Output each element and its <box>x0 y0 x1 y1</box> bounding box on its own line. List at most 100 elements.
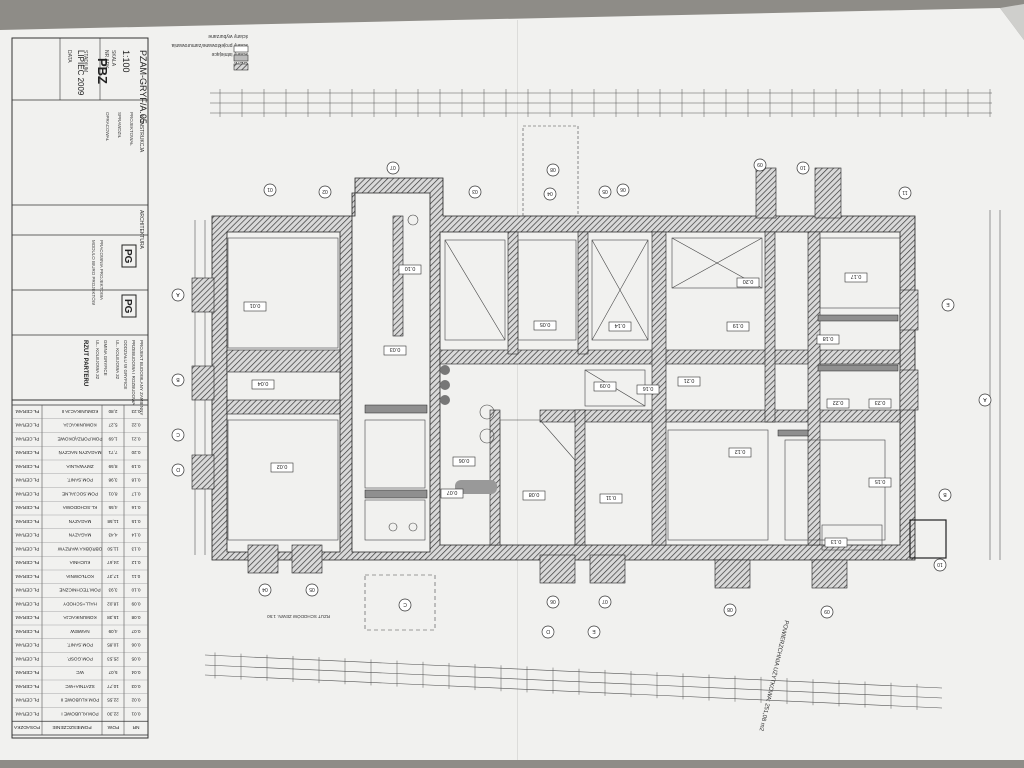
room-table-cell: PŁ.CERAM. <box>15 698 40 703</box>
outer-wall <box>211 177 916 561</box>
svg-text:D: D <box>176 466 180 472</box>
room-table-cell: POM.SANIT. <box>67 478 93 483</box>
legend-item-2: ściany projektowane/zamurowania <box>171 42 248 48</box>
svg-text:03: 03 <box>472 188 478 194</box>
room-table-cell: 0.13 <box>131 546 140 551</box>
legend-swatch-demolished <box>233 63 249 71</box>
room-label: 0.01 <box>243 301 267 312</box>
designer-line-2: SPRAWDZIŁ <box>117 112 122 139</box>
axis-marker-number: 03 <box>468 185 482 199</box>
room-table-cell: 15,38 <box>107 615 119 620</box>
svg-text:A: A <box>983 396 987 402</box>
room-table-cell: POM.SOCJALNE <box>62 491 98 496</box>
room-table-cell: KOTŁOWNIA <box>65 574 94 579</box>
svg-text:0.10: 0.10 <box>405 265 416 271</box>
room-label: 0.20 <box>736 277 760 288</box>
room-table-cell: 0.19 <box>131 464 140 469</box>
room-table-cell: NAWIEW <box>70 629 90 634</box>
room-table-cell: 0.23 <box>131 409 140 414</box>
svg-text:05: 05 <box>309 586 315 592</box>
project-line-4: UL. KOLEJOWA 32 <box>115 340 120 380</box>
room-label: 0.18 <box>816 334 840 345</box>
axis-marker-letter: D <box>171 463 185 477</box>
room-label: 0.10 <box>398 264 422 275</box>
firm-logo-1: PG <box>121 244 137 268</box>
axis-marker-letter: B <box>171 373 185 387</box>
svg-text:07: 07 <box>390 164 396 170</box>
column-marker-3 <box>440 395 450 405</box>
paper-sheet <box>0 8 1024 760</box>
room-label: 0.08 <box>522 490 546 501</box>
room-label: 0.11 <box>599 493 623 504</box>
room-table-cell: 10,85 <box>107 643 119 648</box>
room-table-cell: KOMUNIKACJA <box>62 615 96 620</box>
axis-marker-number: 04 <box>258 583 272 597</box>
new-wall-1 <box>364 404 428 414</box>
svg-text:07: 07 <box>602 598 608 604</box>
stage-value: PBZ <box>95 58 110 84</box>
room-table-cell: 18,02 <box>107 601 119 606</box>
axis-marker-number: 10 <box>933 558 947 572</box>
wall-center-low <box>539 409 901 423</box>
wall-v5 <box>807 231 821 546</box>
room-label: 0.22 <box>826 398 850 409</box>
svg-text:10: 10 <box>937 561 943 567</box>
new-wall-3 <box>817 314 899 322</box>
designer-line-1: PROJEKTOWAŁ <box>129 112 134 146</box>
room-label: 0.14 <box>608 321 632 332</box>
room-table-cell: 10,77 <box>107 684 119 689</box>
svg-text:0.15: 0.15 <box>875 478 886 484</box>
svg-text:0.12: 0.12 <box>735 448 746 454</box>
sheet-number-label: NR ARK. <box>103 50 109 70</box>
project-line-1: PROJEKT BUDOWLANY ZAMIENNY <box>139 340 144 415</box>
room-table-cell: 8,59 <box>108 464 117 469</box>
drawing-code: PZAM-GRYF/A.05 <box>138 50 148 124</box>
svg-text:0.04: 0.04 <box>258 380 269 386</box>
room-table-cell: HALL+SCHODY <box>63 601 97 606</box>
wall-center-mid <box>439 349 901 365</box>
room-table-cell: 22,30 <box>107 711 119 716</box>
svg-text:0.17: 0.17 <box>851 273 862 279</box>
svg-text:0.20: 0.20 <box>743 278 754 284</box>
room-table-cell: 0.17 <box>131 491 140 496</box>
new-wall-4 <box>817 364 899 372</box>
bay-right-2 <box>899 369 919 411</box>
room-table-cell: MAGAZYN <box>69 533 92 538</box>
room-table-cell: 2,80 <box>108 409 117 414</box>
room-table-cell: 0.01 <box>131 711 140 716</box>
firm-line-2: MODULO BIURO PROJEKTÓW <box>91 240 97 306</box>
room-table-cell: 3,98 <box>108 478 117 483</box>
room-table-cell: 0.10 <box>131 588 140 593</box>
room-table-cell: 0.02 <box>131 698 140 703</box>
svg-text:0.05: 0.05 <box>540 321 551 327</box>
room-label: 0.06 <box>452 456 476 467</box>
room-table-cell: 0.20 <box>131 450 140 455</box>
room-table-cell: 25,53 <box>107 656 119 661</box>
room-table-cell: PŁ.CERAM. <box>15 464 40 469</box>
room-table-cell: PŁ.CERAM. <box>15 670 40 675</box>
svg-text:10: 10 <box>800 164 806 170</box>
svg-text:0.09: 0.09 <box>600 382 611 388</box>
axis-marker-letter: D <box>541 625 555 639</box>
room-table-cell: 24,67 <box>107 560 119 565</box>
svg-text:09: 09 <box>757 161 763 167</box>
bay-left-1 <box>191 277 215 313</box>
wall-left-mid2 <box>226 399 341 415</box>
new-wall-2 <box>364 489 428 499</box>
sheet-fold-line <box>517 20 518 760</box>
axis-marker-number: 02 <box>318 185 332 199</box>
room-label: 0.13 <box>824 537 848 548</box>
axis-marker-letter: A <box>978 393 992 407</box>
svg-text:0.08: 0.08 <box>529 491 540 497</box>
room-label: 0.03 <box>383 345 407 356</box>
room-table-cell: 0.14 <box>131 533 140 538</box>
svg-text:D: D <box>546 628 550 634</box>
room-table-cell: PŁ.CERAM. <box>15 574 40 579</box>
room-table-cell: POM.SANIT. <box>67 643 93 648</box>
legend-title: OZN. <box>233 60 248 66</box>
svg-text:06: 06 <box>620 186 626 192</box>
wall-v4 <box>764 231 776 423</box>
room-table-cell: 11,58 <box>107 519 119 524</box>
room-label: 0.09 <box>593 381 617 392</box>
